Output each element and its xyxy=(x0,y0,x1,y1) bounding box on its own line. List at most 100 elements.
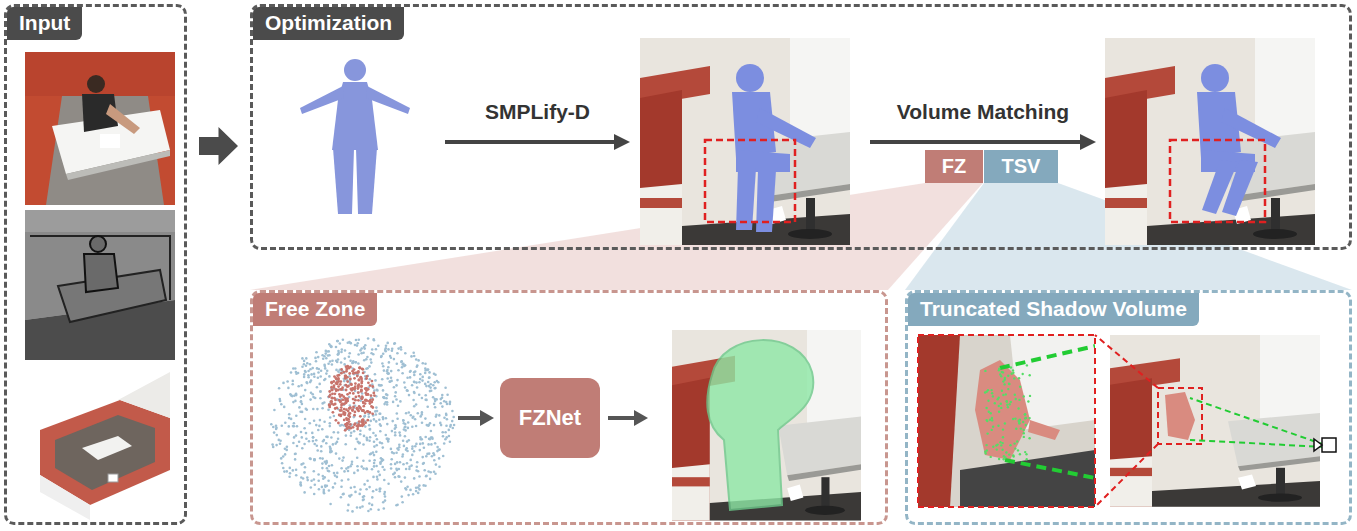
flow-arrow xyxy=(608,416,638,420)
point-cloud xyxy=(310,379,313,382)
body-model xyxy=(344,59,366,81)
point-cloud xyxy=(305,381,308,384)
point-cloud xyxy=(375,489,378,492)
point-cloud xyxy=(375,413,378,416)
point-cloud xyxy=(356,408,359,411)
shadow-points xyxy=(1004,422,1006,424)
point-cloud xyxy=(327,350,330,353)
shadow-points xyxy=(998,411,1000,413)
shadow-points xyxy=(988,411,990,413)
point-cloud xyxy=(415,490,418,493)
volume-matching-result xyxy=(1105,38,1315,245)
point-cloud xyxy=(367,510,370,513)
point-cloud xyxy=(295,474,298,477)
point-cloud xyxy=(375,444,378,447)
point-cloud xyxy=(344,443,347,446)
shadow-points xyxy=(1005,451,1007,453)
shadow-points xyxy=(1023,429,1025,431)
point-cloud xyxy=(375,451,378,454)
point-cloud xyxy=(445,436,448,439)
shadow-points xyxy=(996,443,998,445)
point-cloud xyxy=(324,365,327,368)
point-cloud xyxy=(315,424,318,427)
point-cloud xyxy=(317,473,320,476)
point-cloud xyxy=(339,395,342,398)
point-cloud xyxy=(434,473,437,476)
point-cloud xyxy=(428,371,431,374)
input-photo xyxy=(100,134,120,148)
point-cloud xyxy=(304,418,307,421)
point-cloud xyxy=(402,419,405,422)
point-cloud xyxy=(390,370,393,373)
point-cloud xyxy=(365,468,368,471)
point-cloud xyxy=(366,439,369,442)
point-cloud xyxy=(316,408,319,411)
point-cloud xyxy=(381,466,384,469)
point-cloud xyxy=(321,407,324,410)
point-cloud xyxy=(394,342,397,345)
shadow-points xyxy=(1023,395,1025,397)
point-cloud xyxy=(373,454,376,457)
shadow-points xyxy=(1016,440,1018,442)
point-cloud xyxy=(361,368,364,371)
shadow-points xyxy=(1003,383,1005,385)
point-cloud xyxy=(379,430,382,433)
free-zone-result xyxy=(707,340,813,510)
tsv-scene xyxy=(1322,438,1336,452)
point-cloud xyxy=(304,466,307,469)
point-cloud xyxy=(380,384,383,387)
tsv-panel: Truncated Shadow Volume xyxy=(905,290,1352,525)
network-name: FZNet xyxy=(519,405,581,431)
volume-matching-result xyxy=(1202,160,1238,214)
tsv-scene xyxy=(1314,439,1322,451)
point-cloud xyxy=(423,469,426,472)
tsv-scene xyxy=(1110,335,1320,507)
point-cloud xyxy=(361,396,364,399)
point-cloud xyxy=(348,341,351,344)
point-cloud xyxy=(372,490,375,493)
shadow-points xyxy=(991,429,993,431)
point-cloud xyxy=(316,449,319,452)
point-cloud xyxy=(307,370,310,373)
point-cloud xyxy=(300,400,303,403)
point-cloud xyxy=(368,459,371,462)
point-cloud xyxy=(293,436,296,439)
point-cloud xyxy=(438,465,441,468)
point-cloud xyxy=(330,345,333,348)
smplify-result xyxy=(756,108,816,148)
point-cloud xyxy=(379,441,382,444)
point-cloud xyxy=(283,406,286,409)
point-cloud xyxy=(327,396,330,399)
point-cloud xyxy=(369,453,372,456)
volume-matching-result xyxy=(1221,108,1281,148)
point-cloud xyxy=(413,405,416,408)
point-cloud xyxy=(407,494,410,497)
tsv-scene xyxy=(918,335,1095,507)
point-cloud xyxy=(362,409,365,412)
point-cloud xyxy=(383,507,386,510)
shadow-points xyxy=(996,448,998,450)
shadow-points xyxy=(1006,404,1008,406)
point-cloud xyxy=(321,354,324,357)
point-cloud xyxy=(328,470,331,473)
shadow-points xyxy=(997,425,999,427)
point-cloud xyxy=(347,509,350,512)
point-cloud xyxy=(429,383,432,386)
point-cloud xyxy=(295,393,298,396)
point-cloud xyxy=(412,493,415,496)
point-cloud xyxy=(404,426,407,429)
point-cloud xyxy=(284,453,287,456)
free-zone-result xyxy=(672,330,861,520)
point-cloud xyxy=(328,375,331,378)
point-cloud xyxy=(302,477,305,480)
point-cloud xyxy=(336,407,339,410)
point-cloud xyxy=(271,443,274,446)
point-cloud xyxy=(432,452,435,455)
point-cloud xyxy=(321,467,324,470)
point-cloud xyxy=(326,370,329,373)
point-cloud xyxy=(402,440,405,443)
shadow-points xyxy=(1015,398,1017,400)
point-cloud xyxy=(329,425,332,428)
point-cloud xyxy=(301,447,304,450)
point-cloud xyxy=(382,459,385,462)
